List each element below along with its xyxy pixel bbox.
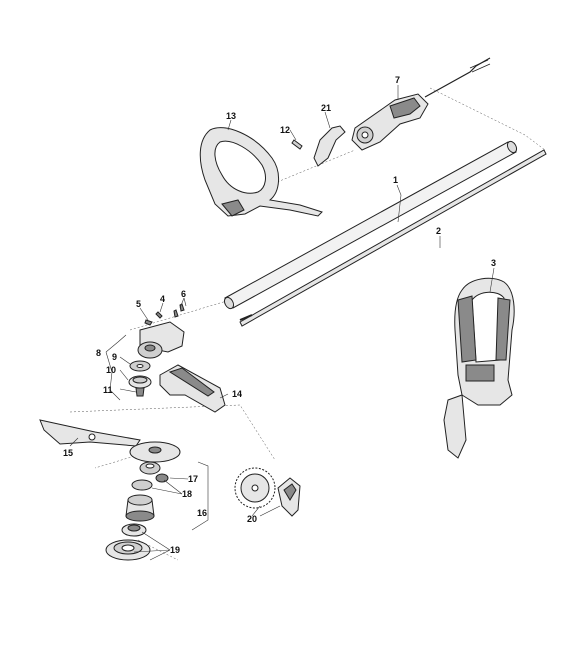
callout-21: 21 — [321, 103, 331, 113]
callout-3: 3 — [491, 258, 496, 268]
part-shoulder-harness — [443, 277, 515, 459]
part-grass-guard — [159, 364, 226, 413]
part-drive-shaft — [239, 149, 547, 327]
callout-15: 15 — [63, 448, 73, 458]
callout-17: 17 — [188, 474, 198, 484]
callout-19: 19 — [170, 545, 180, 555]
part-blade — [39, 419, 141, 447]
part-trimmer-head — [105, 441, 181, 561]
part-loop-handle — [199, 127, 323, 217]
part-gear-head — [137, 321, 185, 359]
callout-6: 6 — [181, 289, 186, 299]
callout-12: 12 — [280, 125, 290, 135]
part-screw — [291, 139, 303, 150]
part-drive-tube — [223, 140, 518, 310]
callout-18: 18 — [182, 489, 192, 499]
callout-2: 2 — [436, 226, 441, 236]
leader-lines — [69, 85, 495, 561]
part-lever — [313, 125, 346, 167]
callout-9: 9 — [112, 352, 117, 362]
part-saw-blade — [234, 467, 301, 517]
callout-10: 10 — [106, 365, 116, 375]
part-spindle-stack — [128, 360, 152, 397]
callout-16: 16 — [197, 508, 207, 518]
callout-4: 4 — [160, 294, 165, 304]
callout-1: 1 — [393, 175, 398, 185]
part-screws-gearhead — [144, 303, 185, 326]
callout-5: 5 — [136, 299, 141, 309]
callout-8: 8 — [96, 348, 101, 358]
callout-20: 20 — [247, 514, 257, 524]
assembly-guide-lines — [69, 87, 546, 561]
part-rear-handle — [351, 57, 491, 151]
callout-13: 13 — [226, 111, 236, 121]
callout-labels: 1 2 3 4 5 6 7 8 9 10 11 12 13 14 15 16 1… — [63, 75, 496, 555]
callout-7: 7 — [395, 75, 400, 85]
callout-11: 11 — [103, 385, 113, 395]
callout-14: 14 — [232, 389, 242, 399]
